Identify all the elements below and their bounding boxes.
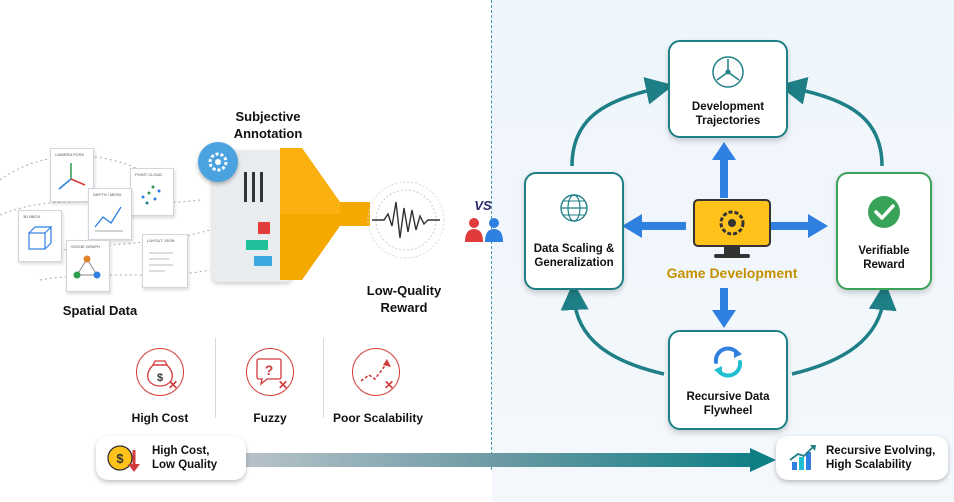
problem-label-fuzzy: Fuzzy [253,411,287,425]
svg-text:?: ? [265,362,274,378]
doc-label: CAMERA POSE [55,152,85,157]
check-icon [868,196,900,228]
separator [323,338,324,418]
compass-icon [712,56,744,88]
pill-right-line1: Recursive Evolving, [826,445,936,457]
waveform-icon [367,181,445,259]
refresh-icon [713,346,743,378]
monitor-gear-icon [693,199,771,258]
graph-icon [73,255,101,279]
spatial-data-label: Spatial Data [62,303,138,318]
card-development-trajectories: Development Trajectories [668,40,788,138]
card-bottom-text: Recursive Data Flywheel [670,390,786,418]
problem-label-high-cost: High Cost [131,411,189,425]
machine-bar [260,172,263,202]
svg-text:✕: ✕ [278,378,288,392]
svg-text:$: $ [157,372,163,384]
blue-block [254,256,272,266]
doc-camera-pose: CAMERA POSE [50,148,94,202]
dollar-down-icon: $ [107,445,140,472]
money-bag-icon: $ ✕ [147,360,178,392]
pill-high-cost: $ High Cost, Low Quality [96,436,246,480]
globe-icon [560,194,588,222]
card-verifiable-reward: Verifiable Reward [836,172,932,290]
svg-text:✕: ✕ [168,378,178,392]
pill-left-line1: High Cost, [152,445,210,457]
low-quality-line2: Reward [380,300,428,315]
doc-depth-mesh: DEPTH / MESH [88,188,132,240]
card-right-text: Verifiable Reward [838,244,930,272]
card-left-text: Data Scaling & Generalization [526,242,622,270]
vs-label: VS [474,198,492,213]
doc-label: SCENE GRAPH [71,244,101,249]
separator [215,338,216,418]
card-bottom-line2: Flywheel [703,405,753,417]
game-development-label: Game Development [666,265,798,281]
machine-bar [252,172,255,202]
center-arrows [622,142,828,328]
card-right-line2: Reward [863,259,905,271]
low-quality-reward-label: Low-Quality Reward [346,282,462,316]
problem-label-poor-scalability: Poor Scalability [332,411,424,425]
fuzzy-badge: ? ✕ [246,348,294,396]
card-recursive-flywheel: Recursive Data Flywheel [668,330,788,430]
subjective-annotation-line1: Subjective [235,109,301,124]
gear-icon [208,152,228,172]
card-left-line2: Generalization [534,257,614,269]
red-block [258,222,270,234]
doc-point-cloud: POINT CLOUD [130,168,174,216]
pill-left-line2: Low Quality [152,459,218,471]
funnel [280,148,370,280]
progress-arrow [240,448,776,472]
doc-scene-graph: SCENE GRAPH [66,240,110,292]
point-cloud-icon [141,185,161,205]
card-top-text: Development Trajectories [670,100,786,128]
doc-label: DEPTH / MESH [93,192,122,197]
card-bottom-line1: Recursive Data [686,391,770,403]
doc-layout-json: LAYOUT JSON [142,234,188,288]
low-quality-line1: Low-Quality [366,283,442,298]
rising-arrow-icon: ✕ [360,359,394,392]
annotation-machine [212,150,292,282]
mesh-icon [94,206,123,232]
doc-label: 3D BBOX [23,214,41,219]
doc-3d-bbox: 3D BBOX [18,210,62,262]
json-lines-icon [149,252,173,272]
cube-icon [28,226,53,250]
svg-text:✕: ✕ [384,378,394,392]
axes-icon [58,163,86,190]
teal-block [246,240,268,250]
pill-recursive-evolving: Recursive Evolving, High Scalability [776,436,948,480]
subjective-annotation-label: Subjective Annotation [208,108,328,142]
pill-right-line2: High Scalability [826,459,912,471]
pill-right-text: Recursive Evolving, High Scalability [826,444,935,472]
svg-text:$: $ [116,451,124,466]
gear-badge [198,142,238,182]
card-top-line2: Trajectories [695,115,761,127]
question-icon: ? ✕ [256,358,288,392]
cycle-arrows [560,77,897,376]
subjective-annotation-line2: Annotation [233,126,303,141]
pill-left-text: High Cost, Low Quality [152,444,217,472]
doc-label: POINT CLOUD [135,172,163,177]
growth-chart-icon [789,445,816,470]
high-cost-badge: $ ✕ [136,348,184,396]
card-left-line1: Data Scaling & [533,243,615,255]
card-top-line1: Development [691,101,765,113]
poor-scalability-badge: ✕ [352,348,400,396]
card-data-scaling: Data Scaling & Generalization [524,172,624,290]
people-icon [465,218,503,242]
doc-label: LAYOUT JSON [147,238,175,243]
card-right-line1: Verifiable [858,245,910,257]
machine-bar [244,172,247,202]
